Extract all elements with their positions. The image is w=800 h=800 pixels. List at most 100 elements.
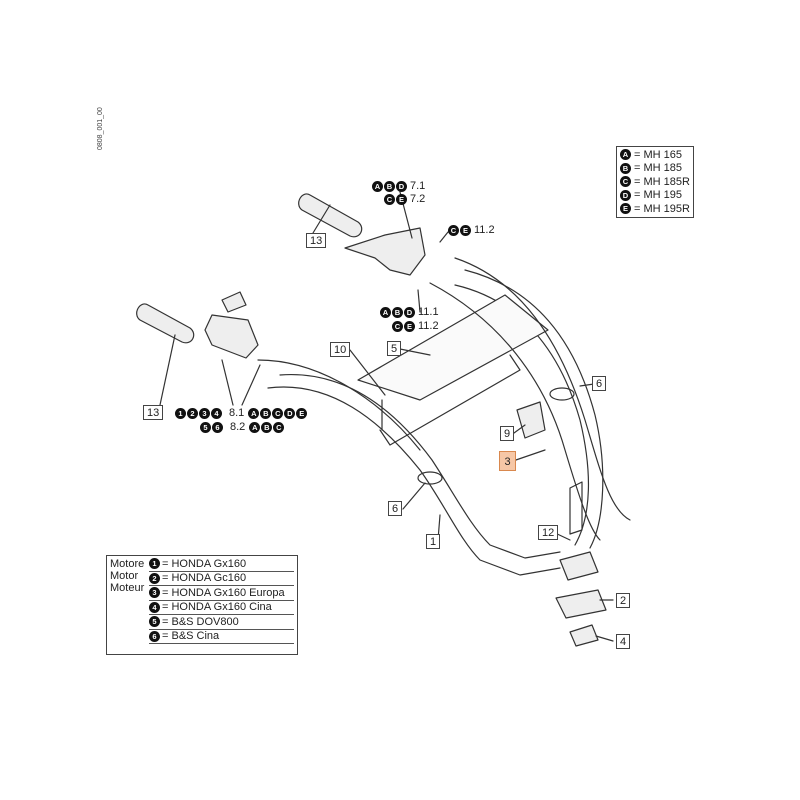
throttle-lever	[344, 227, 426, 276]
callout-6-right[interactable]: 6	[592, 376, 607, 391]
callout-2[interactable]: 2	[616, 593, 631, 608]
legend-text: = HONDA Gx160 Cina	[162, 601, 272, 614]
handlebar-tube	[267, 386, 561, 576]
legend-row: 6= B&S Cina	[149, 630, 294, 644]
legend-row: D= MH 195	[620, 189, 690, 203]
engine-chip: 5	[200, 422, 211, 433]
legend-text: = HONDA Gx160 Europa	[162, 586, 285, 599]
legend-row: 2= HONDA Gc160	[149, 572, 294, 586]
code-chip: E	[460, 225, 471, 236]
ref-number: 7.1	[410, 180, 426, 192]
clamp-ring-left	[417, 471, 443, 485]
drawing-id: 0808_001_00	[97, 107, 104, 150]
code-chip: B	[260, 408, 272, 419]
code-chip: B	[261, 422, 273, 433]
code-chip: E	[396, 194, 407, 205]
code-chip: C	[620, 176, 631, 188]
ref-11-1: A B D 11.1	[380, 306, 439, 319]
legend-text: = HONDA Gx160	[162, 557, 247, 570]
callout-10[interactable]: 10	[330, 342, 351, 357]
code-chip: D	[396, 181, 407, 192]
legend-text: = MH 165	[634, 148, 682, 161]
callout-3[interactable]: 3	[499, 451, 516, 471]
engine-chip: 6	[212, 422, 223, 433]
legend-row: A= MH 165	[620, 148, 690, 162]
legend-row: 1= HONDA Gx160	[149, 557, 294, 572]
engine-chip: 3	[149, 587, 160, 599]
legend-row: 5= B&S DOV800	[149, 615, 294, 630]
ref-8-2: 5 6 8.2 A B C	[200, 421, 285, 434]
legend-text: = HONDA Gc160	[162, 572, 247, 585]
model-legend: A= MH 165 B= MH 185 C= MH 185R D= MH 195…	[616, 146, 694, 218]
callout-12[interactable]: 12	[538, 525, 559, 540]
engine-chip: 2	[149, 572, 160, 584]
legend-row: 3= HONDA Gx160 Europa	[149, 586, 294, 601]
sleeve	[516, 401, 546, 439]
legend-text: = MH 185R	[634, 175, 690, 188]
engine-chip: 4	[149, 601, 160, 613]
callout-9[interactable]: 9	[500, 426, 515, 441]
code-chip: B	[620, 162, 631, 174]
callout-13-lower[interactable]: 13	[143, 405, 164, 420]
callout-4[interactable]: 4	[616, 634, 631, 649]
code-chip: A	[620, 149, 631, 161]
code-chip: C	[384, 194, 395, 205]
ref-number: 8.2	[230, 421, 246, 433]
clamp-ring-right	[549, 387, 575, 401]
engine-chip: 1	[149, 558, 160, 570]
crossbar-plate	[357, 294, 549, 401]
legend-title: Motor	[110, 570, 139, 582]
pin	[569, 481, 583, 535]
code-chip: B	[392, 307, 403, 318]
ref-8-1: 1 2 3 4 8.1 A B C D E	[175, 407, 308, 420]
legend-title: Motore	[110, 558, 145, 570]
code-chip: A	[372, 181, 383, 192]
code-chip: D	[620, 189, 631, 201]
ref-number: 11.2	[418, 320, 439, 332]
legend-row: B= MH 185	[620, 162, 690, 176]
code-chip: A	[248, 408, 260, 419]
code-chip: E	[296, 408, 308, 419]
legend-row: C= MH 185R	[620, 175, 690, 189]
engine-chip: 5	[149, 616, 160, 628]
engine-chip: 1	[175, 408, 186, 419]
code-chip: A	[249, 422, 261, 433]
ref-number: 7.2	[410, 193, 426, 205]
legend-text: = B&S Cina	[162, 630, 220, 643]
code-chip: C	[273, 422, 285, 433]
legend-text: = MH 185	[634, 162, 682, 175]
code-chip: D	[404, 307, 415, 318]
grip-lower	[136, 303, 195, 344]
callout-5[interactable]: 5	[387, 341, 402, 356]
code-chip: C	[272, 408, 284, 419]
legend-text: = MH 195	[634, 189, 682, 202]
legend-row: 4= HONDA Gx160 Cina	[149, 601, 294, 615]
callout-13-upper[interactable]: 13	[306, 233, 327, 248]
legend-text: = MH 195R	[634, 202, 690, 215]
legend-title: Moteur	[110, 582, 145, 594]
pivot-cover	[569, 624, 599, 647]
callout-1[interactable]: 1	[426, 534, 441, 549]
code-chip: B	[384, 181, 395, 192]
engine-legend: Motore Motor Moteur 1= HONDA Gx160 2= HO…	[106, 555, 298, 655]
callout-6-left[interactable]: 6	[388, 501, 403, 516]
code-chip: E	[404, 321, 415, 332]
ref-number: 8.1	[229, 407, 245, 419]
ref-7-2: C E 7.2	[384, 193, 425, 206]
ref-11-2-top: C E 11.2	[448, 224, 495, 237]
engine-chip: 3	[199, 408, 210, 419]
engine-chip: 6	[149, 630, 160, 642]
grip-upper	[298, 193, 363, 238]
engine-legend-titles: Motore Motor Moteur	[110, 558, 144, 594]
ref-number: 11.1	[418, 306, 439, 318]
engine-chip: 2	[187, 408, 198, 419]
legend-row: E= MH 195R	[620, 202, 690, 216]
code-chip: E	[620, 203, 631, 215]
engine-chip: 4	[211, 408, 222, 419]
pivot-plate	[555, 589, 607, 619]
code-chip: C	[392, 321, 403, 332]
code-chip: C	[448, 225, 459, 236]
ref-7-1: A B D 7.1	[372, 180, 425, 193]
ref-11-2: C E 11.2	[392, 320, 439, 333]
